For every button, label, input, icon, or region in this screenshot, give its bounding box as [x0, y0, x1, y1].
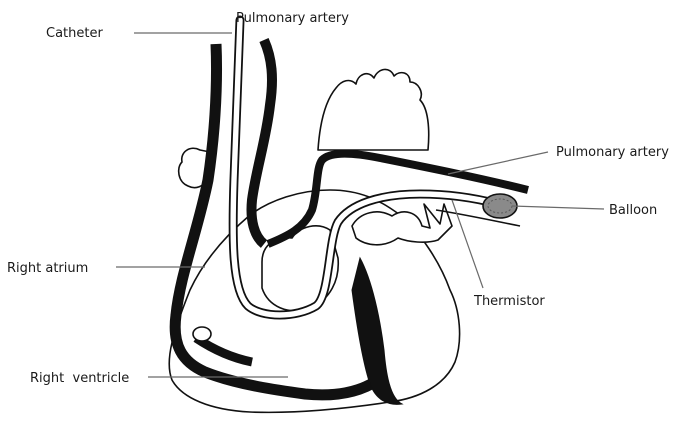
- valve-opening: [193, 327, 211, 341]
- right-ventricle-label: Right ventricle: [30, 371, 129, 386]
- pulmonary-artery-right-label: Pulmonary artery: [556, 145, 669, 160]
- right-atrium-label: Right atrium: [7, 261, 88, 276]
- catheter-label: Catheter: [46, 26, 103, 41]
- balloon-marker: [483, 194, 517, 218]
- thermistor-label: Thermistor: [473, 294, 545, 309]
- pulmonary-artery-top-label: Pulmonary artery: [236, 11, 349, 26]
- balloon-leader: [512, 206, 604, 209]
- pulmonary-artery-right-leader: [448, 152, 548, 174]
- thermistor-leader: [452, 200, 483, 288]
- aortic-arch: [318, 69, 429, 150]
- balloon-label: Balloon: [609, 203, 657, 218]
